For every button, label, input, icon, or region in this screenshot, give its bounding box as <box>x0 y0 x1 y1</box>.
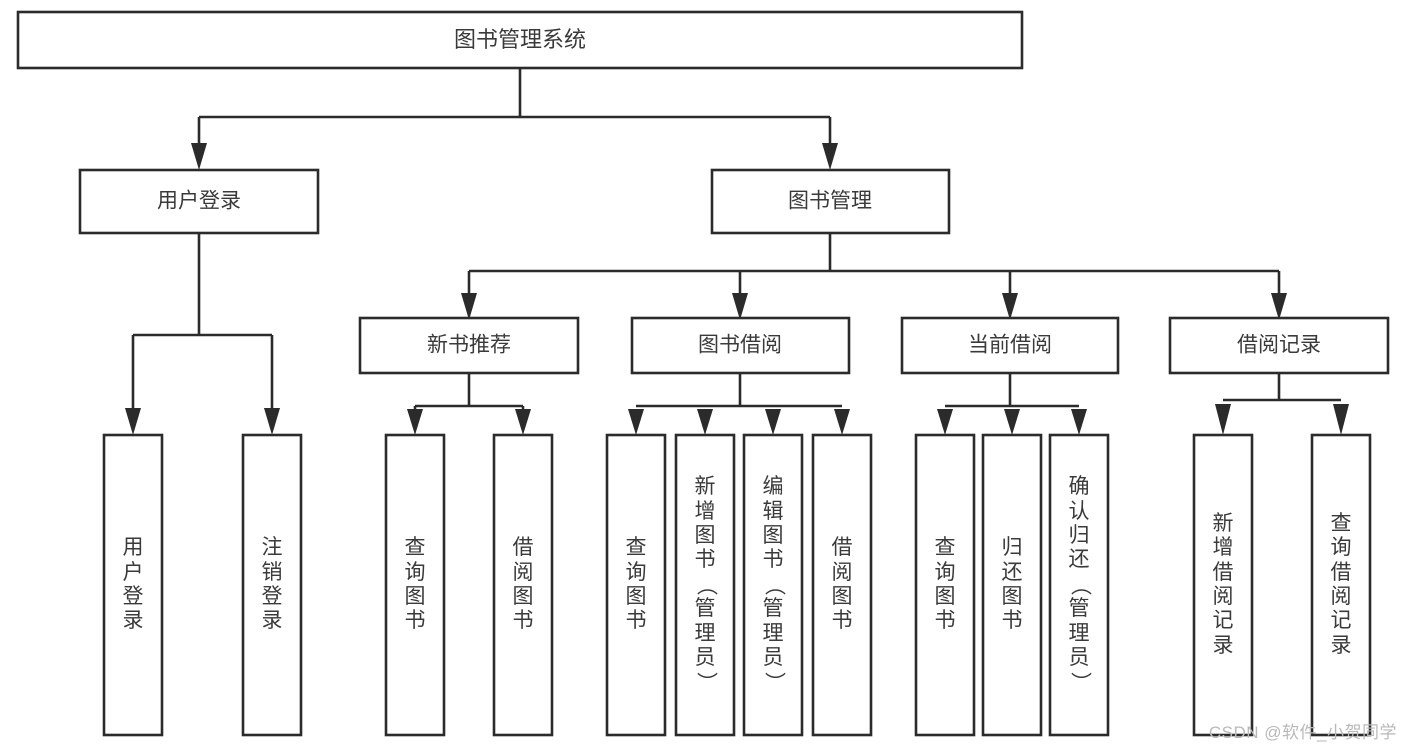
leaf-box-borrow-record-2[interactable] <box>1310 433 1372 737</box>
leaf-box-book-borrow-3[interactable] <box>742 433 804 737</box>
arrow-current-borrow-leaf1 <box>937 409 953 435</box>
leaf-box-new-book-2[interactable] <box>492 433 554 737</box>
node-user-login-label: 用户登录 <box>157 190 241 213</box>
leaf-box-user-login-2[interactable] <box>241 433 303 737</box>
arrow-new-book-leaf2 <box>515 409 531 435</box>
arrow-current-borrow-leaf2 <box>1004 409 1020 435</box>
arrow-borrow-record-leaf2 <box>1333 404 1349 435</box>
leaf-box-current-borrow-1[interactable] <box>914 433 976 737</box>
arrow-root-to-user-login <box>191 143 207 170</box>
leaf-box-current-borrow-2[interactable] <box>981 433 1043 737</box>
arrow-borrow-record-leaf1 <box>1215 404 1231 435</box>
connector-group-borrow-record <box>1215 373 1349 435</box>
node-book-borrow-label: 图书借阅 <box>698 334 782 357</box>
arrow-book-mgmt-to-current-borrow <box>1002 293 1018 320</box>
arrow-book-borrow-leaf2 <box>697 409 713 435</box>
node-book-management-box[interactable] <box>710 168 951 235</box>
arrow-user-login-leaf2 <box>264 408 280 435</box>
arrow-root-to-book-mgmt <box>822 143 838 170</box>
watermark-text: CSDN @软件_小贺同学 <box>1208 723 1397 742</box>
connector-group-root <box>191 68 838 170</box>
leaf-box-book-borrow-2[interactable] <box>674 433 736 737</box>
arrow-book-borrow-leaf1 <box>628 409 644 435</box>
node-user-login-box[interactable] <box>78 168 320 235</box>
arrow-book-borrow-leaf4 <box>834 409 850 435</box>
connector-group-new-book <box>407 373 531 435</box>
leaf-box-current-borrow-3[interactable] <box>1048 433 1110 737</box>
arrow-book-mgmt-to-borrow-record <box>1271 293 1287 320</box>
node-new-book-recommend-label: 新书推荐 <box>427 334 511 357</box>
connector-group-current-borrow <box>937 373 1087 435</box>
leaf-box-borrow-record-1[interactable] <box>1192 433 1254 737</box>
node-new-book-recommend-box[interactable] <box>358 316 580 375</box>
node-root-label: 图书管理系统 <box>454 27 586 52</box>
leaf-box-user-login-1[interactable] <box>102 433 164 737</box>
arrow-current-borrow-leaf3 <box>1071 409 1087 435</box>
arrow-book-borrow-leaf3 <box>765 409 781 435</box>
node-borrow-record-box[interactable] <box>1168 316 1390 375</box>
node-borrow-record-label: 借阅记录 <box>1237 334 1321 357</box>
connector-group-user-login <box>125 233 280 435</box>
arrow-user-login-leaf1 <box>125 408 141 435</box>
node-book-management-label: 图书管理 <box>788 190 872 213</box>
arrow-book-mgmt-to-new-book <box>461 293 477 320</box>
connector-group-book-borrow <box>628 373 850 435</box>
node-root-box[interactable] <box>16 10 1024 70</box>
leaf-box-book-borrow-1[interactable] <box>605 433 667 737</box>
node-current-borrow-label: 当前借阅 <box>968 334 1052 357</box>
leaf-box-book-borrow-4[interactable] <box>811 433 873 737</box>
arrow-book-mgmt-to-book-borrow <box>732 293 748 320</box>
node-book-borrow-box[interactable] <box>630 316 851 375</box>
leaf-box-new-book-1[interactable] <box>384 433 446 737</box>
connector-group-book-mgmt <box>461 233 1287 320</box>
arrow-new-book-leaf1 <box>407 409 423 435</box>
node-current-borrow-box[interactable] <box>900 316 1120 375</box>
